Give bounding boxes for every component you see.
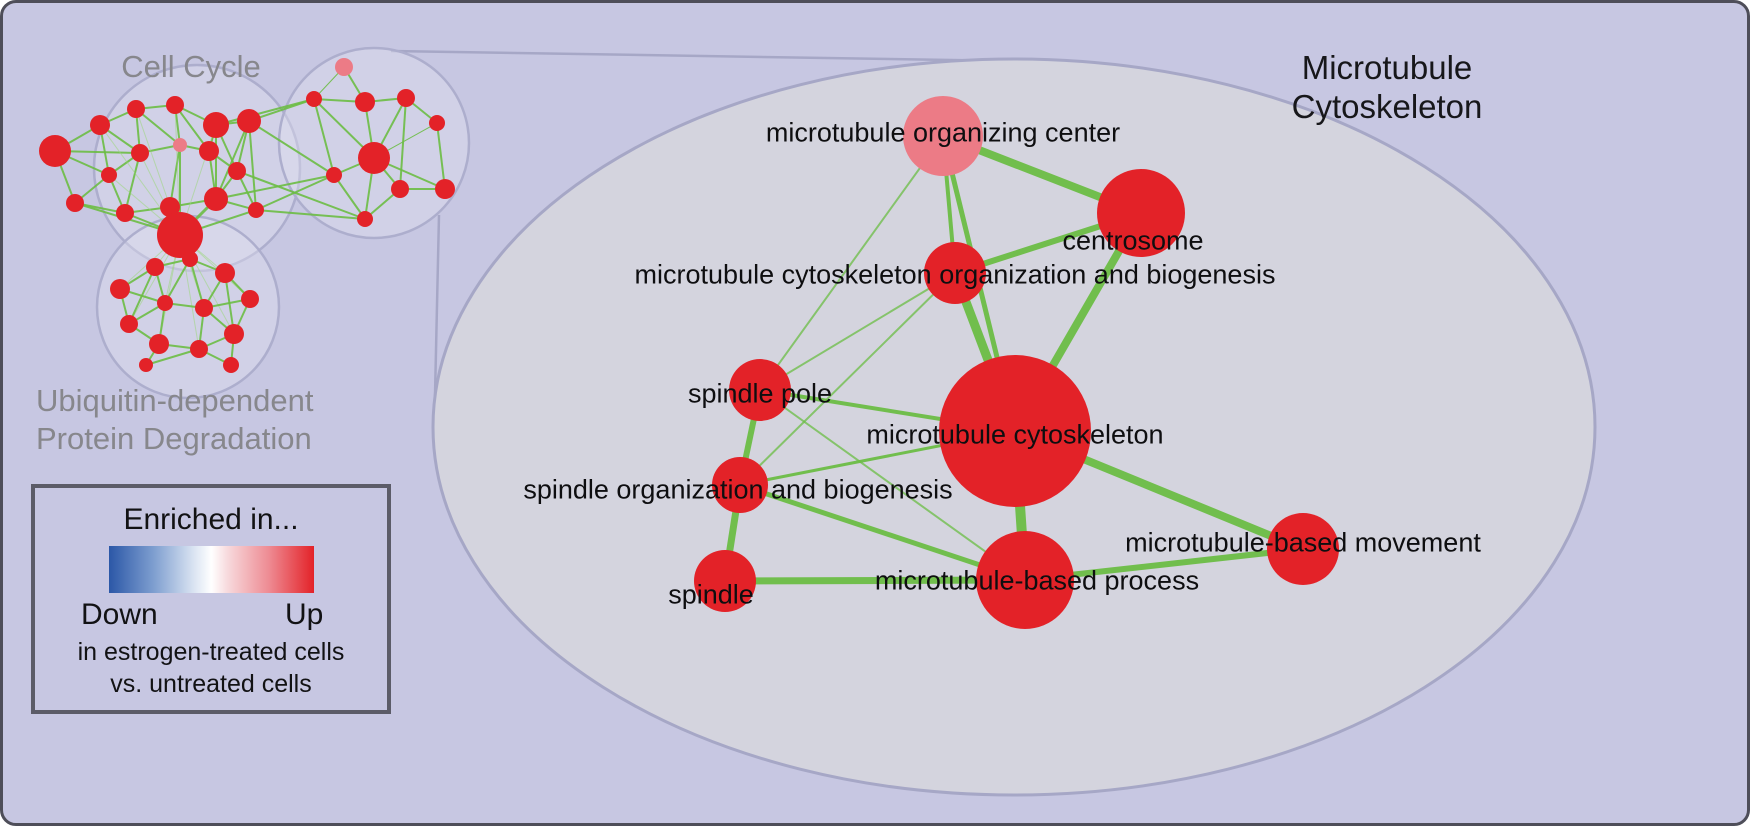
cluster-title-microtubule: Microtubule Cytoskeleton bbox=[1292, 49, 1483, 126]
zoom-node-spindle bbox=[694, 550, 756, 612]
overview-node bbox=[224, 324, 244, 344]
overview-edge bbox=[124, 152, 141, 214]
overview-node bbox=[241, 290, 259, 308]
overview-edge bbox=[169, 144, 181, 208]
zoom-node-sob bbox=[712, 457, 768, 513]
zoom-node-mbp bbox=[976, 531, 1074, 629]
legend-up-label: Up bbox=[285, 598, 324, 631]
overview-node bbox=[190, 340, 208, 358]
zoom-edge bbox=[721, 576, 1029, 585]
zoom-edge bbox=[759, 389, 1026, 581]
overview-edge bbox=[333, 174, 366, 220]
zoom-edge bbox=[759, 135, 944, 391]
network-canvas bbox=[39, 46, 1597, 797]
overview-node bbox=[203, 112, 229, 138]
overview-node bbox=[110, 279, 130, 299]
overview-node bbox=[39, 135, 71, 167]
overview-edge bbox=[164, 258, 191, 304]
overview-node bbox=[195, 299, 213, 317]
overview-node bbox=[358, 142, 390, 174]
overview-edge bbox=[236, 170, 366, 220]
zoom-cone-line bbox=[390, 49, 1016, 63]
zoom-node-mc bbox=[939, 355, 1091, 507]
zoom-node-centrosome bbox=[1097, 169, 1185, 257]
cluster-title-ubiquitin-line1: Ubiquitin-dependent bbox=[36, 383, 314, 418]
legend-box: Enriched in... Down Up in estrogen-treat… bbox=[31, 484, 391, 714]
overview-node bbox=[160, 197, 180, 217]
overview-node bbox=[182, 251, 198, 267]
overview-edge bbox=[215, 120, 250, 200]
overview-node bbox=[204, 187, 228, 211]
overview-node bbox=[357, 211, 373, 227]
overview-edge bbox=[399, 97, 407, 190]
overview-edge bbox=[224, 272, 235, 335]
overview-edge bbox=[436, 122, 446, 190]
overview-node bbox=[90, 115, 110, 135]
zoom-edge bbox=[759, 272, 956, 391]
overview-node bbox=[173, 138, 187, 152]
overview-edge bbox=[215, 174, 335, 200]
overview-node bbox=[397, 89, 415, 107]
overview-node bbox=[335, 58, 353, 76]
overview-node bbox=[355, 92, 375, 112]
overview-node bbox=[228, 162, 246, 180]
overview-edge bbox=[248, 120, 335, 176]
overview-edge bbox=[135, 108, 181, 146]
zoom-node-spindle_pole bbox=[729, 359, 791, 421]
cluster-title-cell-cycle: Cell Cycle bbox=[121, 49, 261, 84]
overview-node bbox=[429, 115, 445, 131]
overview-edge bbox=[255, 209, 366, 220]
overview-node bbox=[146, 258, 164, 276]
cluster-title-ubiquitin: Ubiquitin-dependent Protein Degradation bbox=[36, 382, 314, 458]
overview-node bbox=[101, 167, 117, 183]
overview-edge bbox=[313, 98, 335, 176]
overview-node bbox=[237, 109, 261, 133]
cluster-title-microtubule-line1: Microtubule bbox=[1301, 49, 1473, 86]
legend-title: Enriched in... bbox=[123, 503, 299, 536]
overview-node bbox=[435, 179, 455, 199]
legend-caption-line2: vs. untreated cells bbox=[110, 670, 312, 698]
overview-node bbox=[116, 204, 134, 222]
overview-node bbox=[66, 194, 84, 212]
overview-node bbox=[139, 358, 153, 372]
overview-node bbox=[157, 295, 173, 311]
overview-node bbox=[306, 91, 322, 107]
overview-node bbox=[248, 202, 264, 218]
overview-edge bbox=[128, 266, 156, 325]
overview-node bbox=[391, 180, 409, 198]
overview-edge bbox=[145, 348, 200, 366]
overview-node bbox=[157, 212, 203, 258]
overview-node bbox=[215, 263, 235, 283]
overview-edge bbox=[248, 120, 257, 211]
overview-edge bbox=[215, 98, 315, 126]
overview-node bbox=[199, 141, 219, 161]
overview-node bbox=[127, 100, 145, 118]
overview-node bbox=[149, 334, 169, 354]
enrichment-gradient-bar bbox=[108, 546, 314, 593]
legend-down-label: Down bbox=[81, 598, 158, 631]
zoom-node-mbm bbox=[1267, 513, 1339, 585]
overview-node bbox=[326, 167, 342, 183]
cluster-title-ubiquitin-line2: Protein Degradation bbox=[36, 420, 312, 456]
cluster-title-microtubule-line2: Cytoskeleton bbox=[1291, 87, 1483, 125]
zoom-edge bbox=[737, 482, 1028, 583]
overview-node bbox=[166, 96, 184, 114]
overview-node bbox=[120, 315, 138, 333]
zoom-node-moc bbox=[903, 96, 983, 176]
legend-scale-labels: Down Up bbox=[35, 598, 387, 636]
zoom-edge bbox=[739, 272, 956, 486]
overview-node bbox=[131, 144, 149, 162]
overview-node bbox=[223, 357, 239, 373]
zoom-node-mcob bbox=[924, 242, 986, 304]
legend-caption-line1: in estrogen-treated cells bbox=[77, 638, 345, 666]
